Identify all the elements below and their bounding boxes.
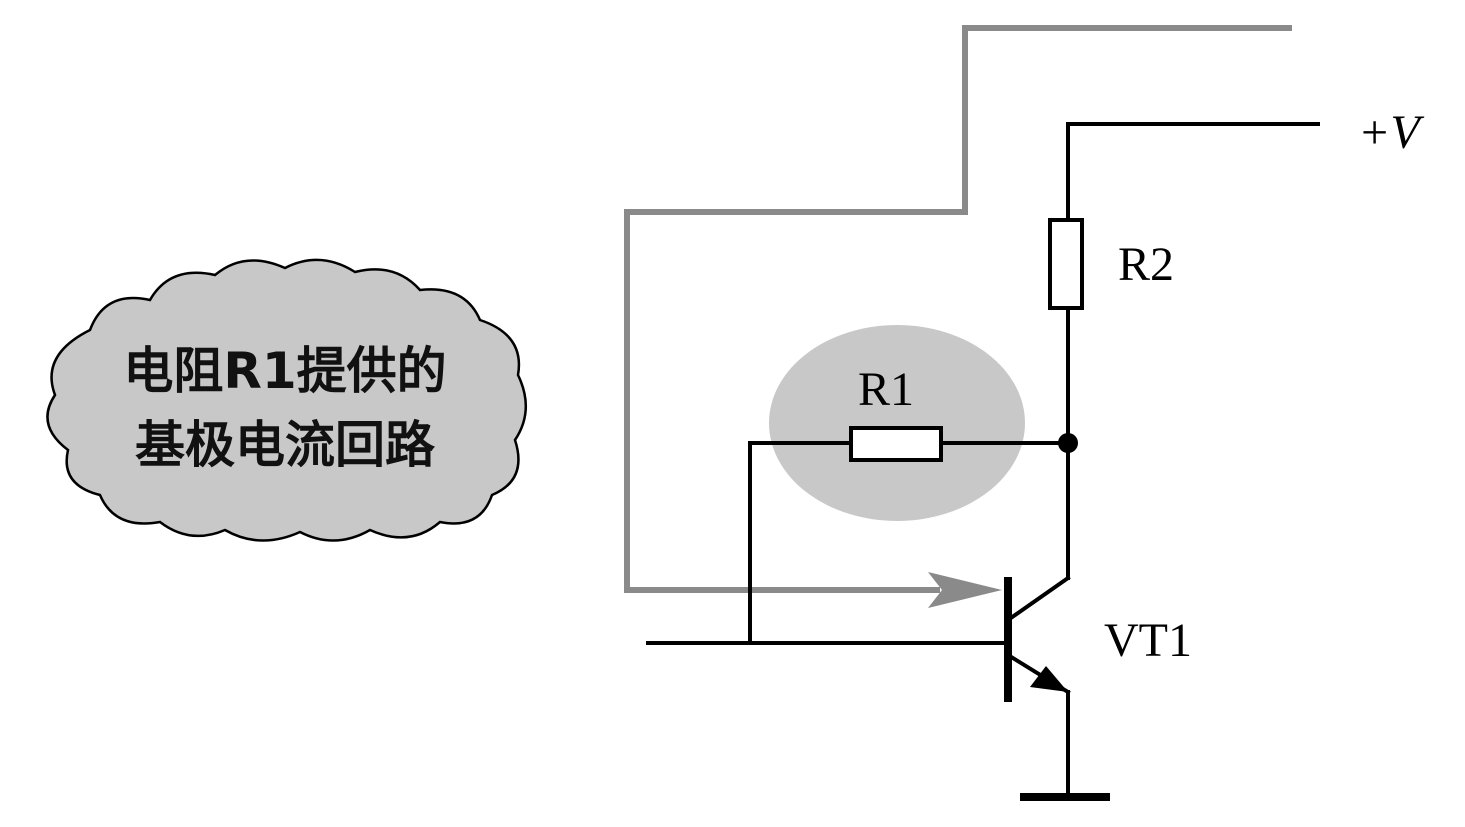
r1-resistor (849, 426, 943, 462)
annotation-line1: 电阻R1提供的 (123, 342, 446, 400)
cloud-shape (46, 258, 528, 542)
current-arrow-icon (928, 572, 1002, 608)
emitter-arrow-icon (1030, 666, 1068, 692)
annotation-cloud: 电阻R1提供的 基极电流回路 (46, 258, 528, 542)
r2-label: R2 (1118, 238, 1174, 291)
r1-label: R1 (858, 363, 914, 416)
supply-wire (1066, 122, 1320, 222)
transistor-vt1 (1004, 575, 1110, 801)
vt1-label: VT1 (1104, 614, 1192, 667)
annotation-line2: 基极电流回路 (135, 416, 436, 474)
base-current-path (624, 25, 1292, 608)
r2-resistor (1048, 218, 1084, 310)
collector-lead (1005, 575, 1071, 623)
r1-left-wire (748, 441, 853, 645)
current-path-line (624, 25, 1292, 593)
r1-highlight (769, 325, 1025, 521)
supply-label: +V (1358, 106, 1424, 159)
